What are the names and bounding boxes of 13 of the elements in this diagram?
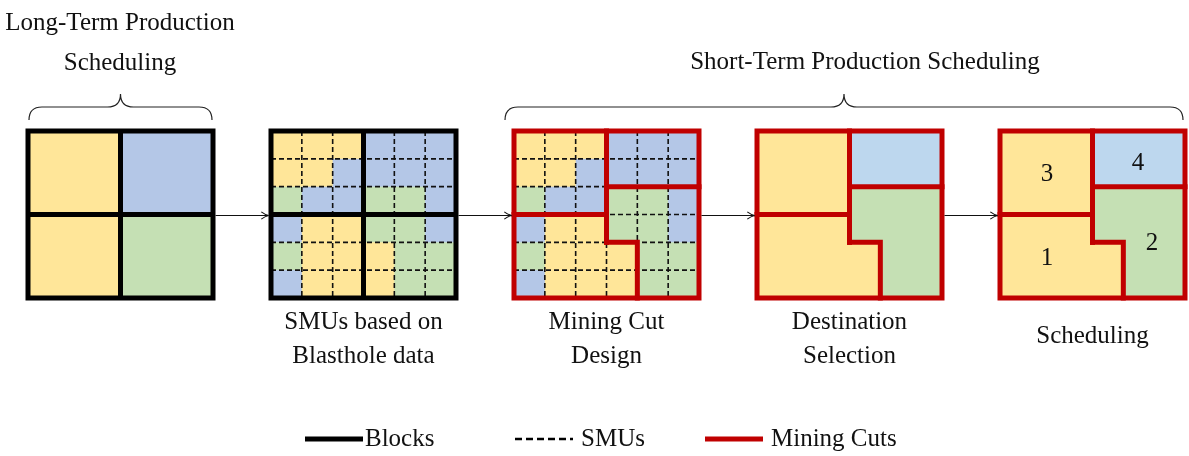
legend-text: Mining Cuts: [771, 423, 897, 453]
phase-heading: Long-Term Production Scheduling: [4, 7, 236, 77]
legend-text: Blocks: [365, 423, 435, 453]
schedule-number: 4: [1130, 147, 1146, 177]
schedule-number: 1: [1039, 242, 1055, 272]
step-caption: Mining Cut Design: [547, 306, 666, 370]
step-caption: Scheduling: [1035, 320, 1150, 350]
schedule-number: 3: [1039, 158, 1055, 188]
step-caption: Destination Selection: [790, 306, 909, 370]
schedule-number: 2: [1144, 227, 1160, 257]
legend-text: SMUs: [581, 423, 645, 453]
step-caption: SMUs based on Blasthole data: [283, 306, 444, 370]
phase-heading: Short-Term Production Scheduling: [689, 46, 1041, 76]
